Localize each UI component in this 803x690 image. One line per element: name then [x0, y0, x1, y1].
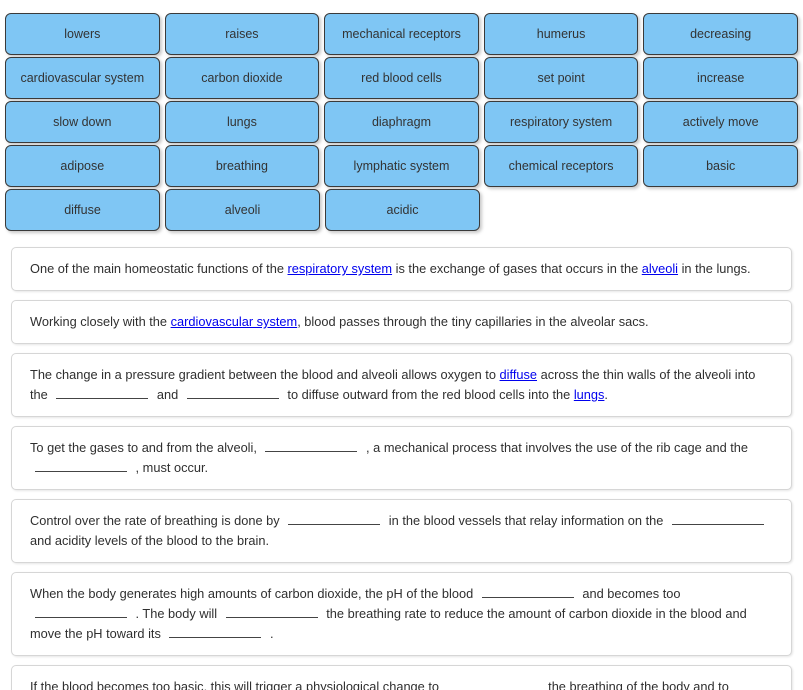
- sentence-text: One of the main homeostatic functions of…: [30, 259, 775, 279]
- static-text: is the exchange of gases that occurs in …: [392, 261, 642, 276]
- word-tile[interactable]: slow down: [5, 101, 160, 143]
- sentence-box: One of the main homeostatic functions of…: [11, 247, 792, 291]
- static-text: .: [604, 387, 608, 402]
- word-tile[interactable]: actively move: [643, 101, 798, 143]
- filled-answer[interactable]: lungs: [573, 387, 605, 402]
- word-tile[interactable]: lymphatic system: [324, 145, 479, 187]
- sentence-text: The change in a pressure gradient betwee…: [30, 365, 775, 405]
- sentence-box: Control over the rate of breathing is do…: [11, 499, 792, 563]
- word-tile[interactable]: cardiovascular system: [5, 57, 160, 99]
- static-text: and: [153, 387, 182, 402]
- answer-blank[interactable]: [481, 584, 574, 598]
- static-text: When the body generates high amounts of …: [30, 586, 477, 601]
- answer-blank[interactable]: [225, 604, 318, 618]
- sentence-text: Control over the rate of breathing is do…: [30, 511, 775, 551]
- word-tile[interactable]: humerus: [483, 13, 639, 55]
- answer-blank[interactable]: [56, 385, 149, 399]
- word-tile[interactable]: red blood cells: [324, 57, 479, 99]
- word-tile[interactable]: diaphragm: [324, 101, 479, 143]
- word-tile[interactable]: mechanical receptors: [324, 13, 479, 55]
- static-text: the breathing rate to reduce the amount …: [30, 606, 747, 641]
- sentence-box: To get the gases to and from the alveoli…: [11, 426, 792, 490]
- sentence-text: When the body generates high amounts of …: [30, 584, 775, 644]
- sentence-box: Working closely with the cardiovascular …: [11, 300, 792, 344]
- static-text: and acidity levels of the blood to the b…: [30, 533, 270, 548]
- sentence-box: The change in a pressure gradient betwee…: [11, 353, 792, 417]
- static-text: to diffuse outward from the red blood ce…: [283, 387, 574, 402]
- sentence-text: If the blood becomes too basic, this wil…: [30, 677, 775, 690]
- static-text: If the blood becomes too basic, this wil…: [30, 679, 443, 690]
- filled-answer[interactable]: cardiovascular system: [170, 314, 298, 329]
- answer-blank[interactable]: [35, 458, 127, 472]
- word-tile[interactable]: raises: [164, 13, 320, 55]
- word-tile[interactable]: adipose: [5, 145, 160, 187]
- answer-blank[interactable]: [35, 604, 127, 618]
- answer-blank[interactable]: [169, 624, 262, 638]
- word-tile[interactable]: set point: [483, 57, 639, 99]
- static-text: across the thin walls of the alveoli int…: [30, 367, 756, 402]
- answer-blank[interactable]: [288, 511, 381, 525]
- sentence-text: To get the gases to and from the alveoli…: [30, 438, 775, 478]
- word-tile[interactable]: lungs: [164, 101, 320, 143]
- filled-answer[interactable]: diffuse: [499, 367, 538, 382]
- static-text: . The body will: [132, 606, 221, 621]
- static-text: , a mechanical process that involves the…: [362, 440, 749, 455]
- word-tile[interactable]: decreasing: [643, 13, 798, 55]
- sentence-box: If the blood becomes too basic, this wil…: [11, 665, 792, 690]
- static-text: the breathing of the body and to: [544, 679, 729, 690]
- static-text: .: [266, 626, 274, 641]
- word-tile[interactable]: breathing: [164, 145, 320, 187]
- answer-blank[interactable]: [448, 677, 540, 690]
- static-text: The change in a pressure gradient betwee…: [30, 367, 500, 382]
- sentence-list: One of the main homeostatic functions of…: [0, 233, 803, 690]
- static-text: in the lungs.: [678, 261, 751, 276]
- answer-blank[interactable]: [186, 385, 279, 399]
- word-tile[interactable]: alveoli: [165, 189, 320, 231]
- word-tile[interactable]: acidic: [325, 189, 480, 231]
- static-text: and becomes too: [578, 586, 681, 601]
- answer-blank[interactable]: [265, 438, 358, 452]
- static-text: , must occur.: [132, 460, 209, 475]
- answer-blank[interactable]: [671, 511, 764, 525]
- static-text: Control over the rate of breathing is do…: [30, 513, 284, 528]
- sentence-box: When the body generates high amounts of …: [11, 572, 792, 656]
- word-tile[interactable]: respiratory system: [483, 101, 639, 143]
- filled-answer[interactable]: respiratory system: [287, 261, 393, 276]
- word-tile[interactable]: increase: [643, 57, 798, 99]
- static-text: One of the main homeostatic functions of…: [30, 261, 288, 276]
- word-tile[interactable]: carbon dioxide: [164, 57, 320, 99]
- static-text: , blood passes through the tiny capillar…: [297, 314, 649, 329]
- word-tile[interactable]: lowers: [5, 13, 160, 55]
- filled-answer[interactable]: alveoli: [641, 261, 679, 276]
- sentence-text: Working closely with the cardiovascular …: [30, 312, 775, 332]
- static-text: To get the gases to and from the alveoli…: [30, 440, 261, 455]
- word-tile[interactable]: basic: [643, 145, 798, 187]
- static-text: in the blood vessels that relay informat…: [385, 513, 667, 528]
- word-tile[interactable]: diffuse: [5, 189, 160, 231]
- static-text: Working closely with the: [30, 314, 171, 329]
- word-tile[interactable]: chemical receptors: [483, 145, 639, 187]
